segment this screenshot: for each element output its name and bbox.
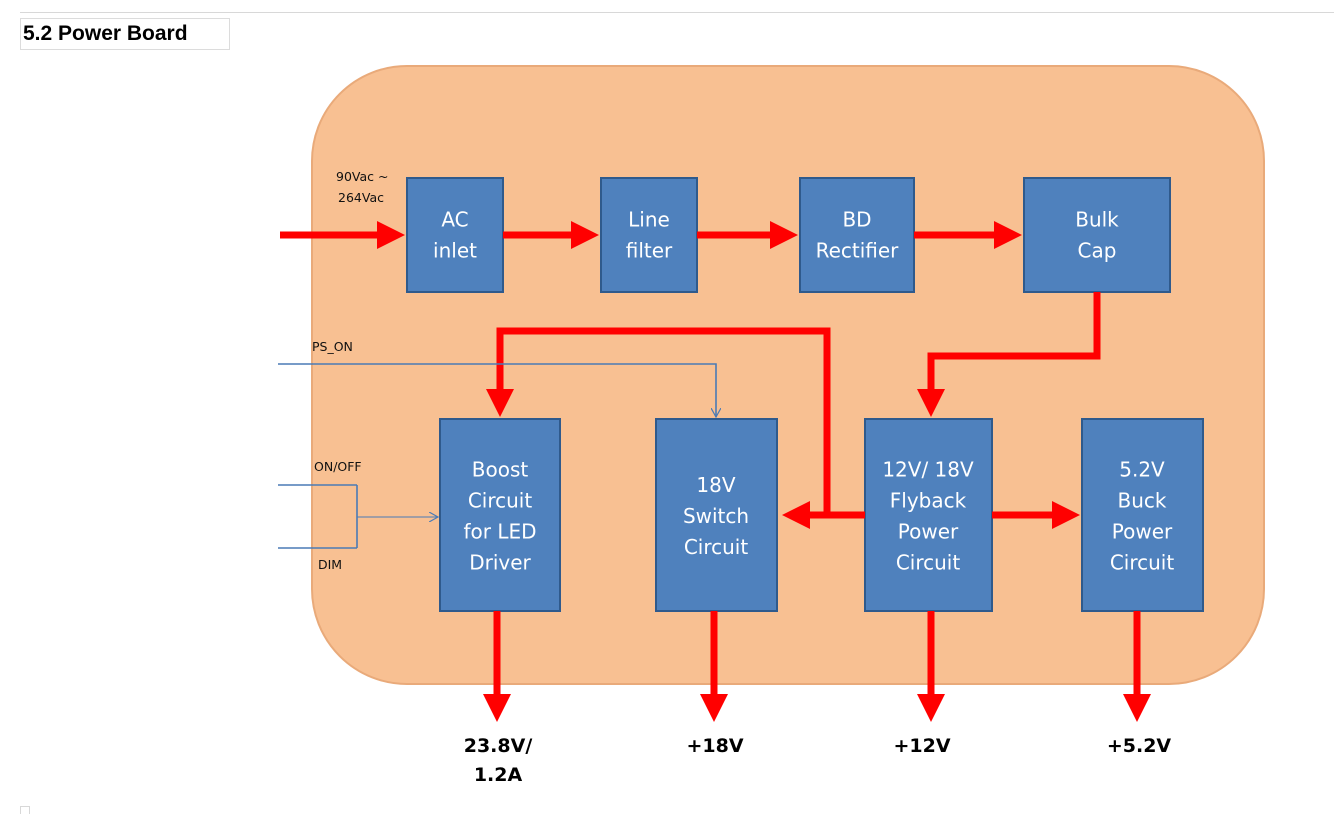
bulk-cap-block (1023, 177, 1171, 293)
switch-18v-label-line-3: Circuit (684, 535, 749, 559)
line-filter-label-line-1: Line (628, 208, 670, 232)
output-label-boost-line-1: 23.8V/ (464, 735, 533, 757)
buck-block (1081, 418, 1204, 612)
section-heading: 5.2 Power Board (20, 18, 230, 50)
bd-rectifier-label-line-1: BD (842, 208, 871, 232)
flyback-label-line-1: 12V/ 18V (882, 458, 974, 482)
line-filter-block (600, 177, 698, 293)
ac-inlet-label-line-1: AC (441, 208, 468, 232)
ac-inlet-label-line-2: inlet (433, 239, 477, 263)
output-label-12v: +12V (893, 735, 950, 757)
on-off-label: ON/OFF (314, 459, 362, 474)
output-label-boost-line-2: 1.2A (474, 764, 523, 786)
bd-rectifier-label: BD Rectifier (816, 208, 900, 263)
arrow-bulkcap-to-flyback (917, 292, 1101, 417)
top-divider (20, 12, 1334, 13)
bd-rectifier-label-line-2: Rectifier (816, 239, 900, 263)
ps-on-signal-line (278, 363, 716, 417)
corner-mark (20, 806, 30, 814)
flyback-block (864, 418, 993, 612)
boost-circuit-block (439, 418, 561, 612)
arrow-feed-to-boost (486, 327, 831, 515)
boost-circuit-label-line-3: for LED (463, 520, 536, 544)
ac-input-label-line1: 90Vac ~ (336, 169, 388, 184)
boost-circuit-label-line-4: Driver (469, 551, 531, 575)
buck-label-line-2: Buck (1118, 489, 1167, 513)
flyback-label-line-2: Flyback (890, 489, 967, 513)
bd-rectifier-block (799, 177, 915, 293)
ac-input-label: 90Vac ~ 264Vac (336, 169, 392, 205)
ac-inlet-block (406, 177, 504, 293)
switch-18v-label-line-2: Switch (683, 504, 749, 528)
line-filter-label: Line filter (626, 208, 673, 263)
bulk-cap-label-line-2: Cap (1078, 239, 1117, 263)
buck-label-line-4: Circuit (1110, 551, 1175, 575)
ps-on-label: PS_ON (312, 339, 353, 354)
dim-label: DIM (318, 557, 342, 572)
output-label-5v2: +5.2V (1107, 735, 1172, 757)
output-label-boost: 23.8V/1.2A (464, 735, 533, 786)
switch-18v-label-line-1: 18V (696, 473, 735, 497)
boost-circuit-label-line-2: Circuit (468, 489, 533, 513)
buck-label-line-1: 5.2V (1119, 458, 1165, 482)
line-filter-label-line-2: filter (626, 239, 673, 263)
switch-18v-block (655, 418, 778, 612)
ac-input-label-line2: 264Vac (338, 190, 384, 205)
bulk-cap-label-line-1: Bulk (1075, 208, 1119, 232)
output-label-18v: +18V (686, 735, 743, 757)
flyback-label-line-4: Circuit (896, 551, 961, 575)
ac-inlet-label: AC inlet (433, 208, 477, 263)
boost-circuit-label-line-1: Boost (472, 458, 529, 482)
buck-label-line-3: Power (1112, 520, 1173, 544)
flyback-label-line-3: Power (898, 520, 959, 544)
